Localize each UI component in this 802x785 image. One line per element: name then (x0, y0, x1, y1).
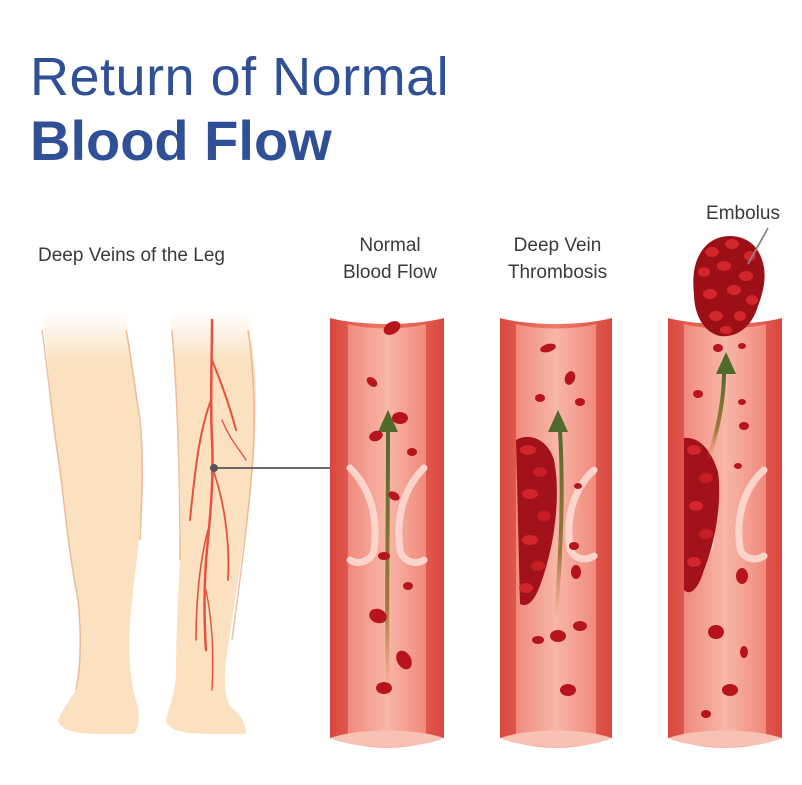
leg-veins (189, 318, 247, 691)
label-deep-veins-text: Deep Veins of the Leg (38, 245, 225, 266)
flow-arrow-embolus-head (716, 352, 736, 374)
blood-cells-embolus (693, 343, 749, 718)
label-normal-flow: Normal Blood Flow (325, 232, 455, 286)
vessel-dvt (500, 318, 612, 748)
thrombus-clot-dvt (516, 436, 557, 606)
leg-outline (41, 329, 255, 691)
legs-illustration (41, 312, 336, 734)
flow-arrow-normal-head (378, 410, 398, 432)
blood-cells-normal (366, 321, 417, 694)
label-normal-line2: Blood Flow (343, 262, 437, 283)
label-deep-veins: Deep Veins of the Leg (38, 242, 225, 269)
title-line-2: Blood Flow (30, 109, 332, 172)
vessel-normal (330, 318, 444, 748)
flow-arrow-embolus (706, 371, 726, 461)
vessel-normal-bottom-rim (330, 730, 444, 747)
vessel-normal-valves (346, 464, 428, 566)
vessel-dvt-bottom-rim (500, 730, 612, 747)
label-embolus: Embolus (688, 200, 798, 227)
vessel-embolus-lumen (684, 324, 766, 748)
residual-clot-embolus-vessel (684, 437, 720, 593)
vessel-embolus-bottom-rim (668, 730, 782, 747)
embolus-pointer-line (747, 227, 769, 265)
embolus-cluster (693, 236, 765, 352)
flow-arrow-dvt-head (548, 410, 568, 432)
label-dvt-line2: Thrombosis (507, 262, 608, 283)
label-normal-line1: Normal (359, 235, 421, 256)
leg-left (42, 312, 143, 734)
leg-right (166, 312, 256, 734)
label-dvt: Deep Vein Thrombosis (490, 232, 625, 286)
label-embolus-text: Embolus (706, 203, 780, 224)
title-line-1: Return of Normal (30, 47, 450, 107)
label-dvt-line1: Deep Vein (513, 235, 602, 256)
vessel-embolus (668, 227, 782, 748)
flow-arrow-normal (385, 429, 390, 701)
blood-cells-dvt (532, 343, 587, 696)
flow-arrow-dvt (554, 429, 564, 621)
